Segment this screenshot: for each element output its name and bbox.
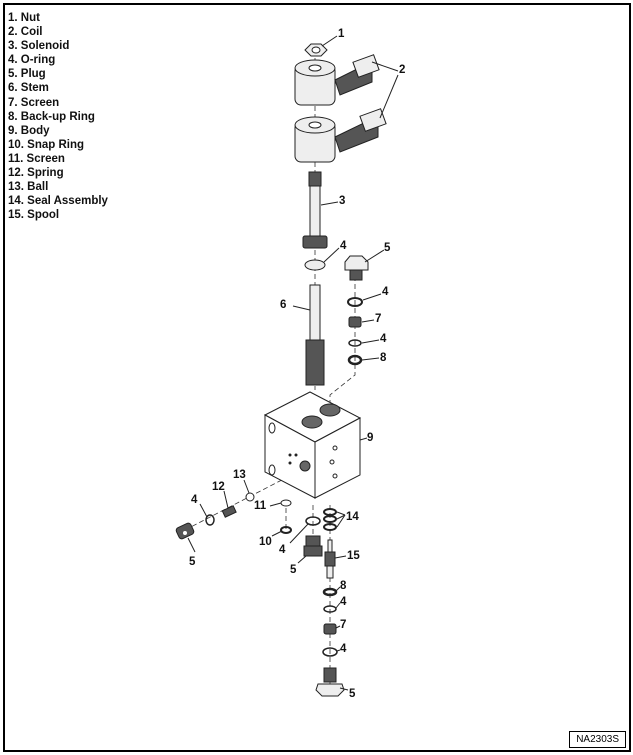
- legend-item: 8. Back-up Ring: [8, 110, 95, 123]
- callout-12: 12: [212, 481, 225, 493]
- callout-5: 5: [189, 556, 196, 568]
- legend-item: 14. Seal Assembly: [8, 195, 108, 208]
- plug-part: [344, 255, 369, 281]
- callout-7: 7: [340, 619, 346, 631]
- callout-4: 4: [340, 643, 347, 655]
- oring-part: [205, 514, 215, 526]
- callout-6: 6: [280, 299, 286, 311]
- screen-part: [348, 316, 362, 328]
- axis-line: [329, 268, 356, 405]
- callout-5: 5: [290, 564, 297, 576]
- callout-1: 1: [338, 28, 345, 40]
- callout-2: 2: [399, 64, 405, 76]
- callout-7: 7: [375, 313, 381, 325]
- oring-part: [305, 516, 321, 526]
- callout-4: 4: [380, 333, 387, 345]
- figure-id: NA2303S: [569, 731, 626, 748]
- legend-item: 5. Plug: [8, 68, 46, 81]
- callout-4: 4: [340, 240, 347, 252]
- coil-part: [294, 54, 380, 106]
- legend-item: 6. Stem: [8, 82, 49, 95]
- callout-3: 3: [339, 195, 345, 207]
- callout-10: 10: [259, 536, 272, 548]
- callout-4: 4: [279, 544, 286, 556]
- seal-assembly-part: [323, 508, 337, 531]
- callout-15: 15: [347, 550, 360, 562]
- screen-part: [323, 623, 337, 635]
- oring-part: [348, 339, 362, 347]
- callout-4: 4: [191, 494, 198, 506]
- callout-4: 4: [340, 596, 347, 608]
- callout-5: 5: [349, 688, 356, 700]
- callout-9: 9: [367, 432, 373, 444]
- stem-part: [305, 284, 325, 386]
- screen-part: [280, 499, 292, 507]
- parts-legend: 1. Nut 2. Coil 3. Solenoid 4. O-ring 5. …: [8, 11, 108, 222]
- callout-5: 5: [384, 242, 391, 254]
- spool-part: [324, 539, 336, 579]
- oring-part: [323, 605, 337, 613]
- legend-item: 11. Screen: [8, 152, 65, 165]
- callout-8: 8: [380, 352, 387, 364]
- legend-item: 15. Spool: [8, 209, 60, 222]
- body-part: [263, 391, 362, 499]
- ball-part: [245, 492, 255, 502]
- legend-item: 1. Nut: [8, 12, 40, 24]
- legend-item: 10. Snap Ring: [8, 138, 85, 151]
- backup-ring-part: [322, 587, 338, 597]
- callout-8: 8: [340, 580, 347, 592]
- legend-item: 4. O-ring: [8, 54, 56, 67]
- callout-11: 11: [254, 500, 267, 512]
- plug-part: [303, 535, 323, 557]
- coil-part: [294, 108, 387, 163]
- plug-part: [175, 522, 195, 540]
- oring-part: [322, 647, 338, 657]
- oring-part: [304, 259, 326, 271]
- spring-part: [221, 505, 237, 518]
- backup-ring-part: [347, 354, 363, 366]
- legend-item: 3. Solenoid: [8, 40, 70, 53]
- legend-item: 12. Spring: [8, 167, 64, 180]
- nut-part: [304, 43, 328, 57]
- callout-14: 14: [346, 511, 359, 523]
- legend-item: 13. Ball: [8, 181, 49, 194]
- plug-part: [315, 667, 345, 697]
- callout-4: 4: [382, 286, 389, 298]
- leader-lines: [187, 35, 399, 691]
- callout-13: 13: [233, 469, 246, 481]
- diagram-frame: [3, 3, 631, 752]
- oring-part: [347, 297, 363, 307]
- solenoid-part: [302, 171, 328, 249]
- snap-ring-part: [280, 526, 292, 534]
- legend-item: 2. Coil: [8, 26, 43, 39]
- legend-item: 7. Screen: [8, 96, 60, 109]
- legend-item: 9. Body: [8, 124, 50, 137]
